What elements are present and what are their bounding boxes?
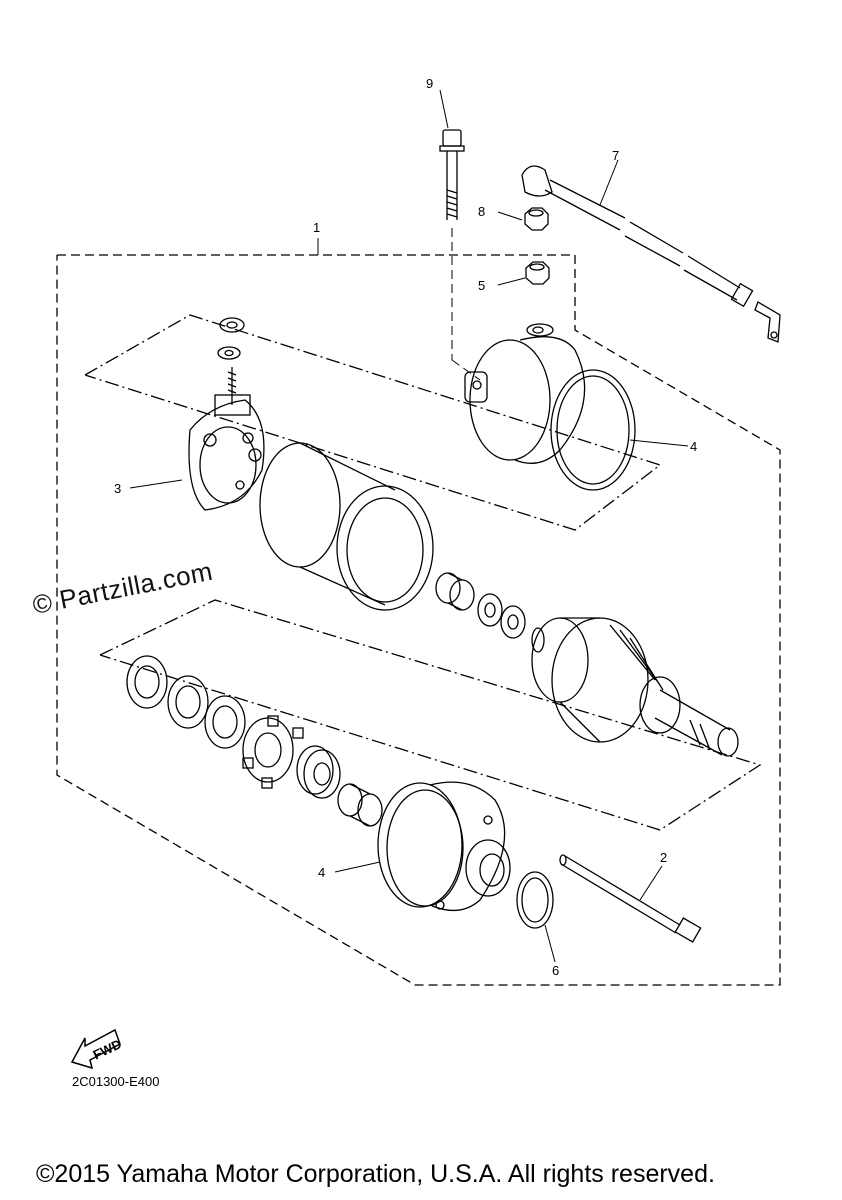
lower-plane [99, 599, 762, 831]
callout-1: 1 [313, 220, 320, 235]
o-ring-4-upper [550, 369, 636, 491]
cable-7 [521, 165, 781, 343]
rear-cover [464, 323, 586, 464]
fwd-arrow-icon [70, 1028, 121, 1070]
yoke [259, 442, 434, 611]
callout-4-upper: 4 [690, 439, 697, 454]
leader-lines [129, 89, 689, 963]
callout-8: 8 [478, 204, 485, 219]
washer-top-1 [219, 317, 245, 333]
washer-low-2 [167, 675, 209, 729]
assembly-outline [56, 254, 781, 986]
nut-5 [525, 261, 550, 285]
armature [531, 617, 739, 757]
callout-6: 6 [552, 963, 559, 978]
lock-plate [242, 715, 304, 789]
callout-2: 2 [660, 850, 667, 865]
bearing [296, 745, 341, 799]
bushing [435, 572, 475, 611]
upper-plane [84, 314, 662, 531]
drawing-code: 2C01300-E400 [72, 1074, 160, 1089]
washer-mid-2 [500, 605, 526, 639]
o-ring-4-upper-inner [556, 375, 630, 485]
callout-3: 3 [114, 481, 121, 496]
washer-mid-1 [477, 593, 503, 627]
needle-bearing [337, 783, 383, 827]
nut-8 [524, 207, 549, 231]
front-cover [377, 781, 511, 912]
washer-low-1 [126, 655, 168, 709]
brush-holder-3 [188, 367, 265, 511]
callout-7: 7 [612, 148, 619, 163]
callout-4-lower: 4 [318, 865, 325, 880]
washer-low-3 [204, 695, 246, 749]
callout-9: 9 [426, 76, 433, 91]
o-ring-6 [516, 871, 554, 929]
through-bolt-2 [559, 854, 702, 943]
callout-5: 5 [478, 278, 485, 293]
bolt-9 [439, 129, 465, 220]
washer-top-2 [217, 346, 241, 360]
copyright-notice: ©2015 Yamaha Motor Corporation, U.S.A. A… [36, 1160, 715, 1188]
